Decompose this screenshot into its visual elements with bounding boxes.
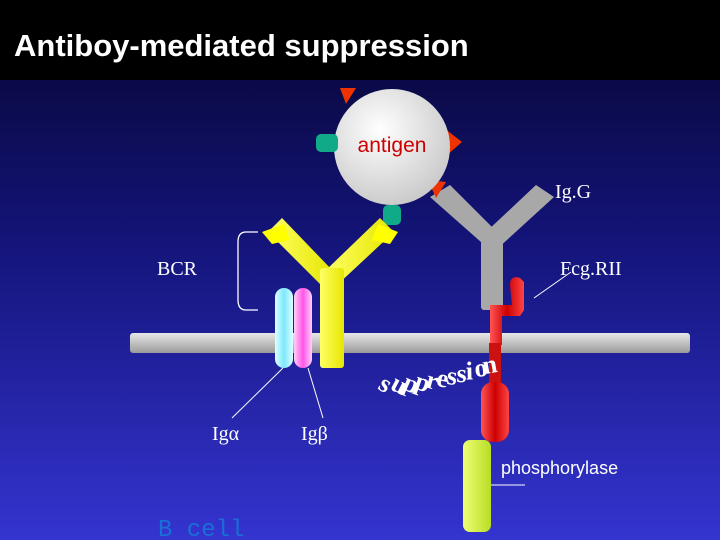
igg-antibody [430,185,554,310]
phosphorylase-block [463,440,491,532]
antigen-epitope-teal [383,205,401,225]
bcr-receptor [262,218,398,368]
cell-membrane [130,333,690,353]
antigen-particle: antigen [316,88,462,225]
fcgrii-pointer [533,271,572,299]
itim-domain [481,382,509,442]
suppression-letter: n [480,349,500,380]
ig-alpha-pointer [231,367,284,419]
ig-beta-chain [294,288,312,368]
fcgrii-receptor [481,277,524,442]
suppression-text: s u p p r e s s i o n [374,349,500,401]
bcr-arm-tip-left [262,224,290,244]
suppression-letter: s [445,361,458,391]
b-cell-label: B cell [158,517,244,540]
fcgrii-label: Fcg.RII [560,258,622,280]
ig-beta-label: Igβ [301,423,328,445]
ig-alpha-chain [275,288,293,368]
ig-alpha-label: Igα [212,423,240,445]
igg-label: Ig.G [555,181,591,203]
bcr-arm-tip-right [372,224,398,244]
antigen-epitope-red [340,88,356,104]
title-band [0,0,720,80]
ig-beta-pointer [307,367,324,419]
bcr-bracket [237,231,258,311]
suppression-letter: e [434,363,451,394]
antigen-body [334,89,450,205]
bcr-label: BCR [157,258,198,280]
antigen-epitope-teal [316,134,338,152]
slide-title: Antiboy-mediated suppression [14,28,469,63]
phosphorylase-label: phosphorylase [501,458,618,478]
suppression-letter: i [465,356,473,385]
suppression-letter: s [456,359,467,388]
antigen-label: antigen [358,134,427,157]
suppression-letter: o [473,353,489,383]
